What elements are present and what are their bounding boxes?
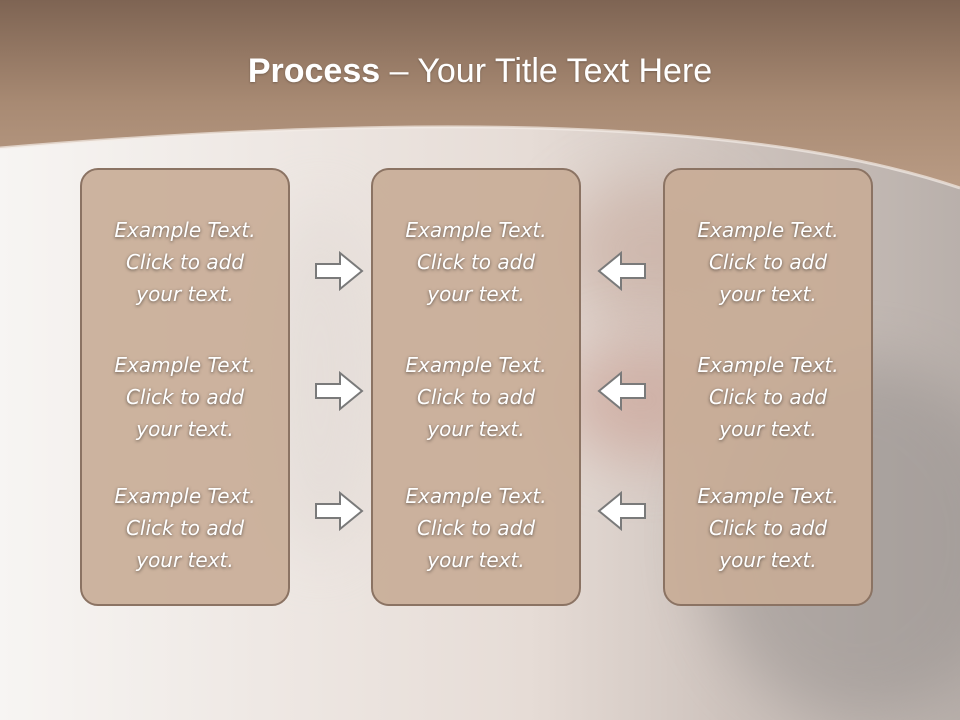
left-arrow-icon[interactable] <box>597 491 647 531</box>
box-text[interactable]: Example Text. Click to add your text. <box>405 218 547 306</box>
right-arrow-icon[interactable] <box>314 251 364 291</box>
process-box-left[interactable]: Example Text. Click to add your text. Ex… <box>80 168 290 606</box>
right-arrow-icon[interactable] <box>314 491 364 531</box>
box-text[interactable]: Example Text. Click to add your text. <box>114 484 256 572</box>
left-arrow-icon[interactable] <box>597 251 647 291</box>
right-arrow-icon[interactable] <box>314 371 364 411</box>
header-band <box>0 0 960 200</box>
box-text[interactable]: Example Text. Click to add your text. <box>114 218 256 306</box>
box-text[interactable]: Example Text. Click to add your text. <box>405 484 547 572</box>
box-text[interactable]: Example Text. Click to add your text. <box>697 218 839 306</box>
slide-title[interactable]: Process – Your Title Text Here <box>0 52 960 91</box>
process-box-center[interactable]: Example Text. Click to add your text. Ex… <box>371 168 581 606</box>
box-text[interactable]: Example Text. Click to add your text. <box>697 353 839 441</box>
box-text[interactable]: Example Text. Click to add your text. <box>697 484 839 572</box>
title-rest: – Your Title Text Here <box>380 52 713 90</box>
box-text[interactable]: Example Text. Click to add your text. <box>405 353 547 441</box>
title-bold: Process <box>247 52 381 90</box>
left-arrow-icon[interactable] <box>597 371 647 411</box>
process-box-right[interactable]: Example Text. Click to add your text. Ex… <box>663 168 873 606</box>
box-text[interactable]: Example Text. Click to add your text. <box>114 353 256 441</box>
